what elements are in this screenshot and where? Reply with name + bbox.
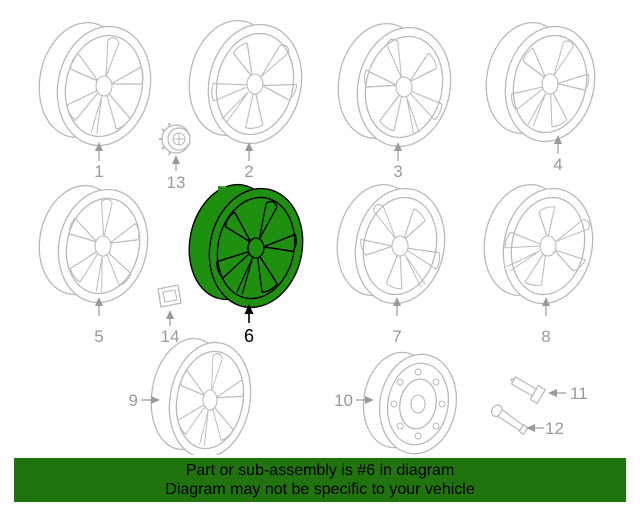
svg-text:5: 5: [94, 327, 103, 346]
callout-12: 12: [526, 419, 564, 438]
banner-line-part: Part or sub-assembly is #6 in diagram: [185, 462, 455, 479]
parts-diagram: 1 2 3 4: [29, 13, 607, 455]
callout-9: 9: [129, 391, 160, 410]
svg-text:9: 9: [129, 391, 138, 410]
svg-text:4: 4: [553, 155, 562, 174]
callout-13: 13: [167, 155, 186, 192]
wheel-3[interactable]: [328, 16, 462, 156]
callout-8: 8: [541, 297, 551, 346]
wheel-5[interactable]: [29, 178, 157, 311]
callout-11: 11: [548, 384, 588, 403]
lug-bolt-11[interactable]: [507, 372, 547, 405]
info-banner: Part or sub-assembly is #6 in diagram Di…: [14, 458, 626, 502]
callout-4: 4: [553, 135, 563, 174]
wheel-1[interactable]: [29, 15, 162, 155]
svg-text:6: 6: [244, 326, 254, 346]
svg-text:10: 10: [334, 391, 353, 410]
svg-text:3: 3: [393, 162, 402, 181]
svg-text:11: 11: [570, 384, 588, 403]
wheel-7[interactable]: [327, 177, 455, 312]
callout-14: 14: [161, 310, 180, 346]
svg-text:1: 1: [94, 162, 103, 181]
valve-stem-12[interactable]: [489, 403, 529, 436]
wheel-2[interactable]: [179, 13, 316, 153]
svg-text:8: 8: [541, 327, 550, 346]
svg-text:7: 7: [392, 327, 401, 346]
callout-1: 1: [94, 142, 104, 181]
svg-text:2: 2: [244, 162, 253, 181]
wheel-9[interactable]: [143, 333, 260, 455]
balance-weight-14[interactable]: [157, 284, 182, 308]
callout-6: 6: [244, 304, 254, 346]
callout-3: 3: [393, 142, 403, 181]
svg-text:12: 12: [545, 419, 564, 438]
svg-text:14: 14: [161, 327, 180, 346]
svg-text:13: 13: [167, 173, 186, 192]
callout-10: 10: [334, 391, 374, 410]
wheel-4[interactable]: [476, 15, 605, 150]
wheel-6-selected[interactable]: [179, 177, 314, 317]
wheel-8[interactable]: [474, 177, 607, 312]
wheel-10-spare[interactable]: [356, 347, 464, 455]
callout-2: 2: [244, 142, 254, 181]
center-cap-13[interactable]: [159, 122, 191, 156]
banner-line-disclaimer: Diagram may not be specific to your vehi…: [165, 481, 475, 498]
callout-7: 7: [392, 297, 402, 346]
callout-5: 5: [94, 297, 104, 346]
